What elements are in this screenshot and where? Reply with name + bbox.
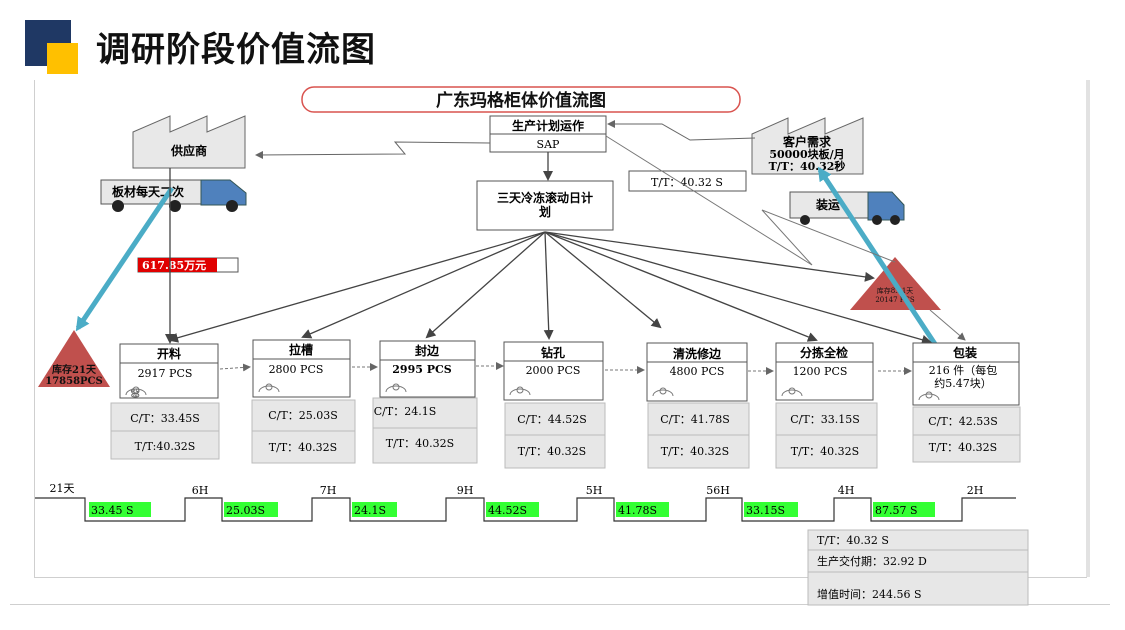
process-qty-qingxi: 4800 PCS [670,365,725,378]
process-qty-fenjian: 1200 PCS [793,365,848,378]
customer-takt: T/T：40.32秒 [769,159,846,173]
process-zuankong [503,341,606,469]
schedule-line2: 划 [539,204,551,219]
timeline-cycle-1: 33.45 S [91,504,134,517]
logo-block-gold [47,43,78,74]
summary-value-add: 增值时间：244.56 S [817,587,922,601]
inventory-value: 617.85万元 [142,259,206,272]
process-tt-fengbian: T/T：40.32S [386,437,454,450]
schedule-line1: 三天冷冻滚动日计 [497,190,593,205]
inventory-start-qty: 17858PCS [45,376,103,387]
process-kailiao: ൠ [110,343,220,460]
process-qingxi [646,342,750,469]
process-tt-lacao: T/T：40.32S [269,441,337,454]
process-baozhuang [912,342,1021,463]
process-name-zuankong: 钻孔 [541,345,565,360]
process-qty-fengbian: 2995 PCS [392,363,451,376]
timeline-wait-6: 56H [706,484,730,497]
process-qty-zuankong: 2000 PCS [526,364,581,377]
summary-box [807,529,1029,606]
process-ct-fengbian: C/T：24.1S [374,405,437,418]
customer-factory-icon [751,117,864,175]
process-ct-fenjian: C/T：33.15S [790,413,860,426]
process-name-kailiao: 开料 [157,346,181,361]
timeline-cycle-7: 87.57 S [875,504,918,517]
process-ct-baozhuang: C/T：42.53S [928,415,998,428]
inventory-end-qty: 20147 PCS [875,296,915,304]
process-fengbian [372,340,478,464]
process-name-qingxi: 清洗修边 [673,346,722,361]
inventory-end-days: 库存8.21天 [877,286,914,295]
supplier-flow-arrow [75,186,175,332]
process-fenjian [775,342,878,469]
inventory-to-packing [929,309,966,341]
svg-text:ൠ: ൠ [130,385,140,398]
timeline-cycle-2: 25.03S [226,504,265,517]
process-name-fengbian: 封边 [415,343,440,358]
bottom-divider [10,604,1110,605]
customer-title: 客户需求 [782,134,832,149]
process-flow-arrows [219,362,912,375]
inventory-start-days: 库存21天 [52,363,97,376]
process-ct-zuankong: C/T：44.52S [517,413,587,426]
timeline-wait-7: 4H [838,484,855,497]
panel-shadow [1086,80,1090,577]
sap-to-inventory [605,135,896,266]
process-ct-kailiao: C/T：33.45S [130,412,200,425]
process-tt-qingxi: T/T：40.32S [661,445,729,458]
diagram-title-frame [301,86,741,113]
timeline-wait-2: 6H [192,484,209,497]
process-ct-lacao: C/T：25.03S [268,409,338,422]
inventory-triangle-start [38,330,110,387]
schedule-box [476,180,614,231]
customer-takt-box-label: T/T：40.32 S [651,176,723,189]
operator-icons [125,383,940,401]
process-ct-qingxi: C/T：41.78S [660,413,730,426]
sap-label: SAP [537,138,560,151]
process-lacao [251,339,356,464]
summary-lead-time: 生产交付期：32.92 D [817,554,927,568]
page-title: 调研阶段价值流图 [96,30,376,70]
timeline-wait-1: 21天 [50,482,75,495]
info-from-customer [607,120,756,141]
process-qty-baozhuang-2: 约5.47块） [934,377,992,390]
customer-takt-box [628,170,747,192]
process-qty-baozhuang-1: 216 件（每包 [929,363,998,377]
process-qty-kailiao: 2917 PCS [138,367,193,380]
process-name-baozhuang: 包装 [952,345,977,360]
timeline-wait-8: 2H [967,484,984,497]
timeline-cycle-3: 24.1S [354,504,386,517]
process-qty-lacao: 2800 PCS [269,363,324,376]
timeline-cycle-6: 33.15S [746,504,785,517]
timeline-cycle-5: 41.78S [618,504,657,517]
supplier-label: 供应商 [170,143,207,158]
shipping-label: 装运 [815,197,840,212]
supplier-factory-icon [132,115,246,169]
schedule-fan-arrows [168,231,932,345]
process-name-lacao: 拉槽 [289,342,313,357]
timeline-wait-5: 5H [586,484,603,497]
process-tt-zuankong: T/T：40.32S [518,445,586,458]
process-tt-kailiao: T/T:40.32S [135,440,196,453]
timeline-cycle-4: 44.52S [488,504,527,517]
supplier-truck-icon [100,179,247,212]
process-name-fenjian: 分拣全检 [800,345,848,360]
diagram-title: 广东玛格柜体价值流图 [436,90,606,111]
production-control-title: 生产计划运作 [512,118,584,133]
process-tt-baozhuang: T/T：40.32S [929,441,997,454]
timeline-ladder [35,497,1016,522]
timeline-cycle-highlights [89,502,935,517]
timeline-wait-3: 7H [320,484,337,497]
supplier-delivery-label: 板材每天二次 [112,184,184,199]
process-tt-fenjian: T/T：40.32S [791,445,859,458]
summary-tt: T/T：40.32 S [817,534,889,547]
inventory-value-fill [138,258,217,272]
customer-demand: 50000块板/月 [769,147,844,161]
shipping-flow-arrow [817,166,938,346]
info-to-supplier [255,141,491,159]
shipping-truck-icon [789,191,905,225]
timeline-wait-4: 9H [457,484,474,497]
